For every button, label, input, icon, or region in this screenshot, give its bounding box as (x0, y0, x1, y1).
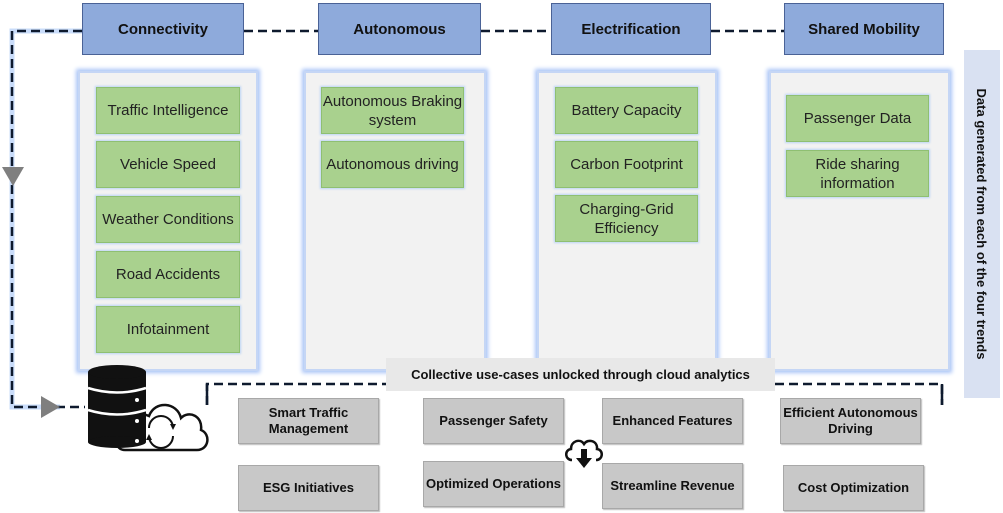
data-item: Vehicle Speed (96, 141, 240, 188)
data-item: Weather Conditions (96, 196, 240, 243)
trend-header-connectivity: Connectivity (82, 3, 244, 55)
data-item: Ride sharing information (786, 150, 929, 197)
data-item: Passenger Data (786, 95, 929, 142)
data-item: Autonomous Braking system (321, 87, 464, 134)
trend-header-autonomous: Autonomous (318, 3, 481, 55)
data-item: Infotainment (96, 306, 240, 353)
data-item: Traffic Intelligence (96, 87, 240, 134)
use-case-card: Enhanced Features (602, 398, 743, 444)
panel-electrification: Battery Capacity Carbon Footprint Chargi… (537, 71, 717, 371)
triangle-down-arrow-icon (2, 167, 24, 186)
use-case-card: Cost Optimization (783, 465, 924, 511)
data-item: Road Accidents (96, 251, 240, 298)
data-item: Charging-Grid Efficiency (555, 195, 698, 242)
use-case-card: Optimized Operations (423, 461, 564, 507)
panel-connectivity: Traffic Intelligence Vehicle Speed Weath… (78, 71, 258, 371)
use-case-card: Smart Traffic Management (238, 398, 379, 444)
panel-shared-mobility: Passenger Data Ride sharing information (769, 71, 950, 371)
connectivity-loop-line (10, 29, 85, 409)
side-label: Data generated from each of the four tre… (974, 88, 990, 360)
data-item: Battery Capacity (555, 87, 698, 134)
use-case-card: Passenger Safety (423, 398, 564, 444)
data-item: Carbon Footprint (555, 141, 698, 188)
panel-autonomous: Autonomous Braking system Autonomous dri… (304, 71, 486, 371)
database-cloud-sync-icon (87, 365, 209, 452)
cloud-download-icon (565, 439, 603, 468)
trend-header-electrification: Electrification (551, 3, 711, 55)
use-case-card: ESG Initiatives (238, 465, 379, 511)
use-case-card: Streamline Revenue (602, 463, 743, 509)
triangle-right-arrow-icon (41, 396, 60, 418)
side-label-box: Data generated from each of the four tre… (964, 50, 1000, 398)
trend-header-shared-mobility: Shared Mobility (784, 3, 944, 55)
collective-use-cases-banner: Collective use-cases unlocked through cl… (386, 358, 775, 391)
use-case-card: Efficient Autonomous Driving (780, 398, 921, 444)
data-item: Autonomous driving (321, 141, 464, 188)
